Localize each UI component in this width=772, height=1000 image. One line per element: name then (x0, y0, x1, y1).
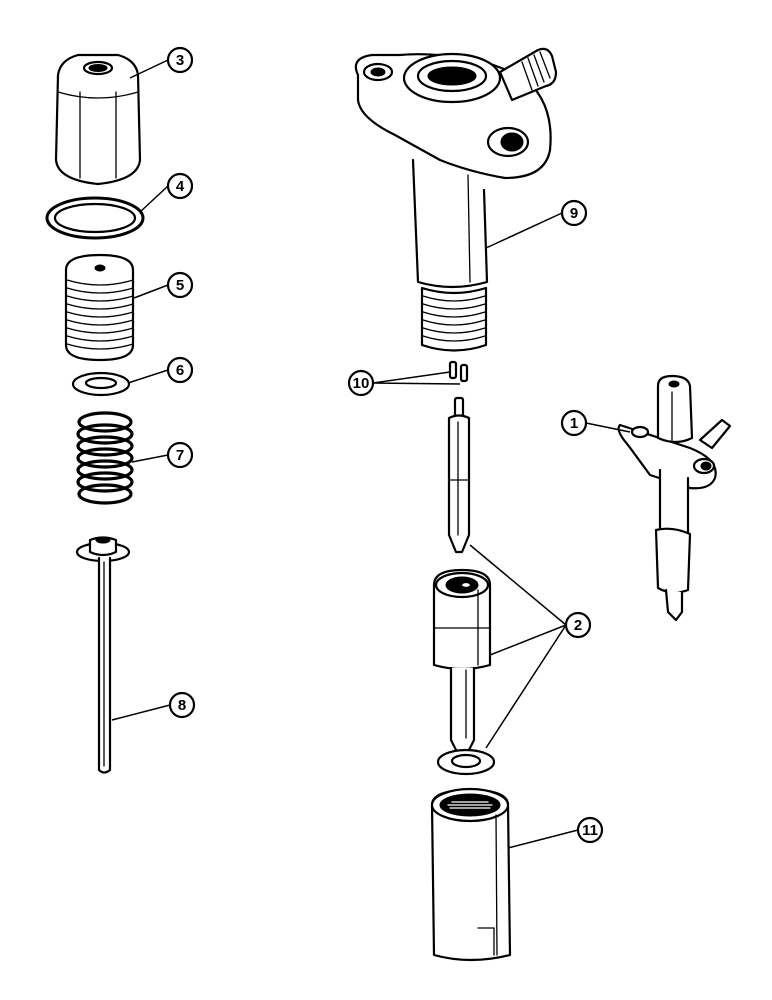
part-11-nozzle-nut (430, 787, 512, 962)
leader-5 (133, 284, 169, 299)
callout-label: 2 (574, 617, 582, 634)
leader-3 (129, 59, 169, 79)
leader-2 (469, 544, 567, 749)
callout-3: 3 (166, 46, 194, 74)
part-9-injector-body (354, 47, 558, 352)
callout-8: 8 (168, 691, 196, 719)
callout-label: 4 (176, 178, 185, 195)
part-8-push-rod (75, 536, 131, 774)
callout-10: 10 (347, 369, 375, 397)
part-2-nozzle-washer (436, 748, 496, 776)
part-7-spring (76, 411, 134, 505)
part-10-dowel-pins (448, 360, 469, 383)
leader-9 (485, 212, 563, 249)
part-1-injector-assembly (617, 374, 732, 622)
leader-10 (372, 371, 461, 385)
callout-6: 6 (166, 356, 194, 384)
part-3-cap-nut (54, 53, 142, 186)
part-5-threaded-retainer (64, 253, 135, 362)
part-2-nozzle-body (432, 568, 492, 758)
callout-4: 4 (166, 172, 194, 200)
callout-1: 1 (560, 409, 588, 437)
part-6-shim-washer (71, 371, 131, 397)
leader-7 (131, 454, 169, 463)
leader-8 (111, 704, 171, 721)
callout-label: 8 (178, 697, 186, 714)
callout-label: 11 (582, 822, 598, 839)
leader-1 (585, 422, 631, 433)
callout-label: 6 (176, 362, 184, 379)
callout-label: 1 (570, 415, 578, 432)
leader-6 (127, 369, 169, 384)
callout-7: 7 (166, 441, 194, 469)
callout-label: 5 (176, 277, 184, 294)
callout-9: 9 (560, 199, 588, 227)
callout-11: 11 (576, 816, 604, 844)
callout-label: 3 (176, 52, 184, 69)
leader-11 (507, 829, 579, 849)
callout-label: 10 (353, 375, 370, 392)
callout-5: 5 (166, 271, 194, 299)
leader-4 (139, 185, 169, 213)
callout-2: 2 (564, 611, 592, 639)
part-2-nozzle-needle (447, 396, 471, 554)
callout-label: 9 (570, 205, 578, 222)
part-4-o-ring (45, 196, 145, 240)
callout-label: 7 (176, 447, 184, 464)
leader-lines (111, 59, 631, 849)
